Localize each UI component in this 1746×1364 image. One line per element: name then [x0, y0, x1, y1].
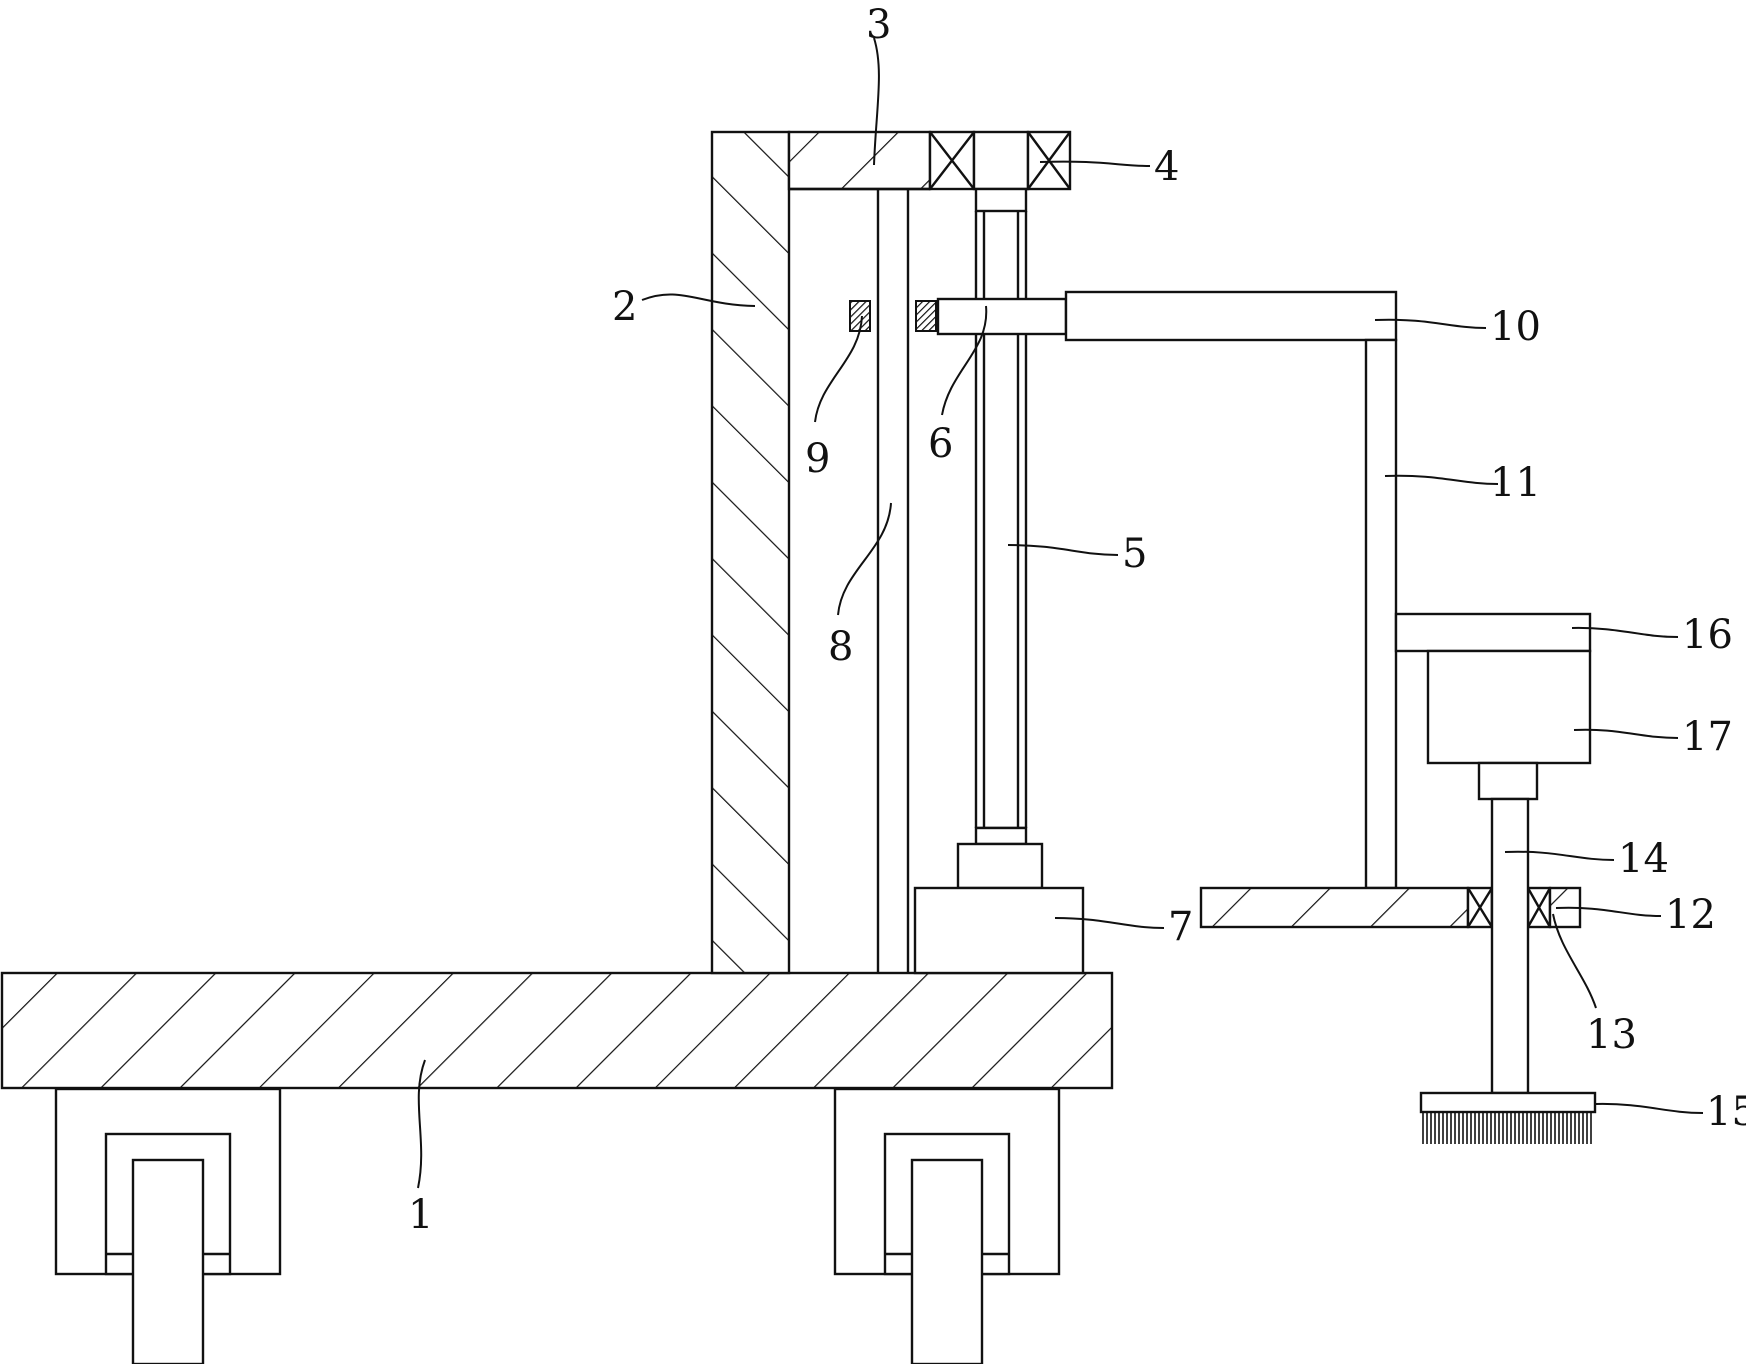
motor: [913, 842, 1085, 975]
screw-rod: [974, 187, 1028, 846]
label-6: 6: [928, 421, 953, 467]
label-17: 17: [1682, 714, 1733, 760]
bearing-top: [928, 130, 1072, 191]
label-16: 16: [1682, 612, 1733, 658]
label-1: 1: [408, 1192, 433, 1238]
lower-plate: [1199, 886, 1470, 929]
coupling: [1477, 761, 1539, 801]
slider-block-6: [936, 297, 1068, 336]
brush: [1419, 1091, 1597, 1144]
vertical-column: [710, 130, 791, 975]
base-plate: [0, 971, 1114, 1090]
label-4: 4: [1154, 144, 1179, 190]
label-8: 8: [828, 624, 853, 670]
mount-plate: [1394, 612, 1592, 653]
horizontal-arm: [1064, 290, 1398, 342]
slider-9-right: [915, 300, 937, 332]
label-10: 10: [1490, 304, 1541, 350]
leader-lines: [417, 37, 1704, 1189]
brush-shaft: [1490, 797, 1530, 1095]
drive-motor: [1426, 649, 1592, 765]
label-15: 15: [1706, 1089, 1746, 1135]
vertical-rod: [1364, 338, 1398, 890]
label-5: 5: [1122, 531, 1147, 577]
label-3: 3: [866, 2, 891, 48]
label-12: 12: [1665, 892, 1716, 938]
top-beam: [787, 130, 932, 191]
label-7: 7: [1168, 904, 1193, 950]
label-11: 11: [1490, 460, 1541, 506]
label-13: 13: [1586, 1012, 1637, 1058]
label-14: 14: [1618, 836, 1669, 882]
wheel-left: [54, 1087, 282, 1364]
label-2: 2: [612, 284, 637, 330]
label-9: 9: [805, 436, 830, 482]
guide-rod: [876, 189, 910, 973]
wheel-right: [833, 1087, 1061, 1364]
